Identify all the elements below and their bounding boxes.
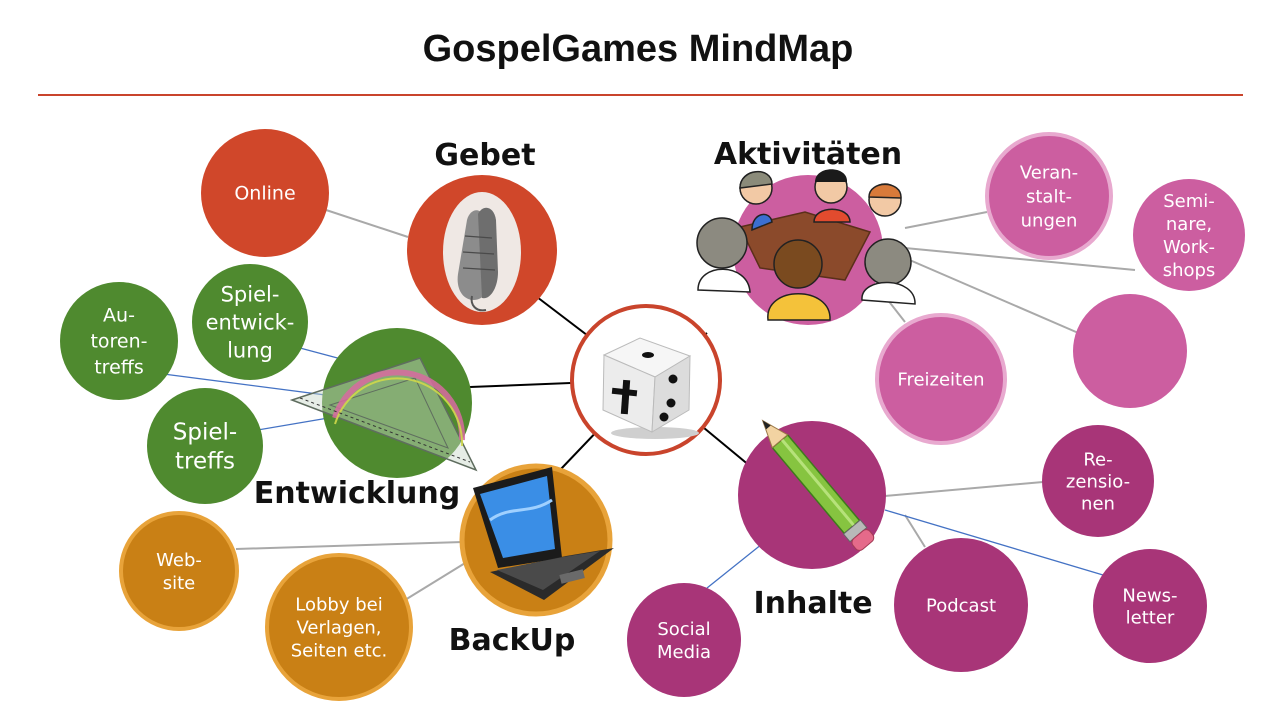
connector-veranstaltungen xyxy=(904,211,988,229)
leaf-text-line: Spiel- xyxy=(221,282,280,306)
connector-website xyxy=(235,541,464,550)
gebet-hub[interactable]: Gebet xyxy=(407,138,557,325)
dice-with-cross-icon xyxy=(602,337,699,439)
center-hub[interactable] xyxy=(570,304,722,456)
leaf-text-line: Semi- xyxy=(1163,191,1215,212)
leaf-spielentwicklung[interactable]: Spiel-entwick-lung xyxy=(192,264,308,380)
leaf-circle xyxy=(147,388,263,504)
praying-hands-icon xyxy=(443,192,521,312)
leaf-text-line: toren- xyxy=(90,331,147,353)
leaf-text-line: ungen xyxy=(1021,210,1078,231)
connector-podcast xyxy=(904,514,926,548)
leaf-text-line: News- xyxy=(1122,585,1177,606)
leaf-circle xyxy=(627,583,741,697)
connector-online xyxy=(319,207,409,238)
backup-label: BackUp xyxy=(449,623,576,658)
connector-lobby xyxy=(404,559,471,601)
leaf-newsletter[interactable]: News-letter xyxy=(1093,549,1207,663)
leaf-text-line: Podcast xyxy=(926,595,996,616)
leaf-circle xyxy=(1093,549,1207,663)
leaf-nodes: OnlineAu-toren-treffsSpiel-entwick-lungS… xyxy=(60,129,1245,701)
leaf-text-line: site xyxy=(163,573,196,594)
leaf-rezensionen[interactable]: Re-zensio-nen xyxy=(1042,425,1154,537)
page-title: GospelGames MindMap xyxy=(422,28,854,70)
connector-seminare xyxy=(904,247,1136,271)
leaf-text-line: Media xyxy=(657,642,711,663)
inhalte-hub[interactable]: Inhalte xyxy=(738,413,886,621)
leaf-text-line: entwick- xyxy=(206,310,295,334)
laptop-icon xyxy=(473,467,614,600)
aktivitaeten-hub[interactable]: Aktivitäten xyxy=(696,137,916,325)
leaf-text-line: Social xyxy=(657,619,710,640)
leaf-text-line: Re- xyxy=(1083,449,1112,470)
leaf-text-line: stalt- xyxy=(1026,186,1072,207)
leaf-circle xyxy=(192,264,308,380)
pencil-icon xyxy=(761,419,875,551)
leaf-circle xyxy=(894,538,1028,672)
entwicklung-hub[interactable]: Entwicklung xyxy=(254,328,478,511)
entwicklung-hub-circle xyxy=(322,328,472,478)
leaf-freizeiten[interactable]: Freizeiten xyxy=(875,313,1007,445)
leaf-text-line: lung xyxy=(227,338,273,362)
connector-rezensionen xyxy=(884,481,1044,497)
connector-empty-activity xyxy=(904,257,1084,336)
gebet-label: Gebet xyxy=(434,138,535,173)
connector-newsletter xyxy=(884,509,1104,576)
backup-hub[interactable]: BackUp xyxy=(449,463,614,658)
leaf-seminare[interactable]: Semi-nare,Work-shops xyxy=(1133,179,1245,291)
leaf-text-line: Seiten etc. xyxy=(291,640,388,661)
leaf-empty-activity[interactable] xyxy=(1073,294,1187,408)
leaf-website[interactable]: Web-site xyxy=(119,511,239,631)
leaf-text-line: zensio- xyxy=(1066,471,1130,492)
leaf-text-line: Online xyxy=(234,183,295,205)
connector-social-media xyxy=(706,539,768,589)
leaf-circle xyxy=(985,132,1113,260)
inhalte-label: Inhalte xyxy=(753,586,872,621)
set-square-protractor-icon xyxy=(289,357,478,472)
leaf-circle xyxy=(265,553,413,701)
leaf-text-line: Freizeiten xyxy=(897,369,984,390)
leaf-text-line: treffs xyxy=(94,357,144,379)
leaf-text-line: shops xyxy=(1163,260,1216,281)
leaf-text-line: letter xyxy=(1126,607,1175,628)
leaf-circle xyxy=(875,313,1007,445)
leaf-circle xyxy=(201,129,329,257)
aktivitaeten-label: Aktivitäten xyxy=(714,137,902,172)
leaf-circle xyxy=(119,511,239,631)
leaf-text-line: Work- xyxy=(1163,237,1215,258)
leaf-text-line: Verlagen, xyxy=(296,617,381,638)
leaf-autorentreffs[interactable]: Au-toren-treffs xyxy=(60,282,178,400)
leaf-text-line: Au- xyxy=(103,305,135,327)
title-divider xyxy=(38,94,1243,96)
leaf-circle xyxy=(1133,179,1245,291)
leaf-circle xyxy=(1073,294,1187,408)
leaf-veranstaltungen[interactable]: Veran-stalt-ungen xyxy=(985,132,1113,260)
leaf-online[interactable]: Online xyxy=(201,129,329,257)
leaf-spieltreffs[interactable]: Spiel-treffs xyxy=(147,388,263,504)
leaf-text-line: Veran- xyxy=(1020,162,1078,183)
meeting-table-icon xyxy=(696,169,916,321)
leaf-text-line: Spiel- xyxy=(173,420,237,446)
leaf-circle xyxy=(1042,425,1154,537)
leaf-text-line: nare, xyxy=(1166,214,1212,235)
leaf-text-line: nen xyxy=(1081,493,1115,514)
entwicklung-label: Entwicklung xyxy=(254,476,460,511)
leaf-podcast[interactable]: Podcast xyxy=(894,538,1028,672)
leaf-text-line: Lobby bei xyxy=(295,594,382,615)
leaf-text-line: Web- xyxy=(156,550,202,571)
leaf-circle xyxy=(60,282,178,400)
leaf-text-line: treffs xyxy=(175,449,235,475)
